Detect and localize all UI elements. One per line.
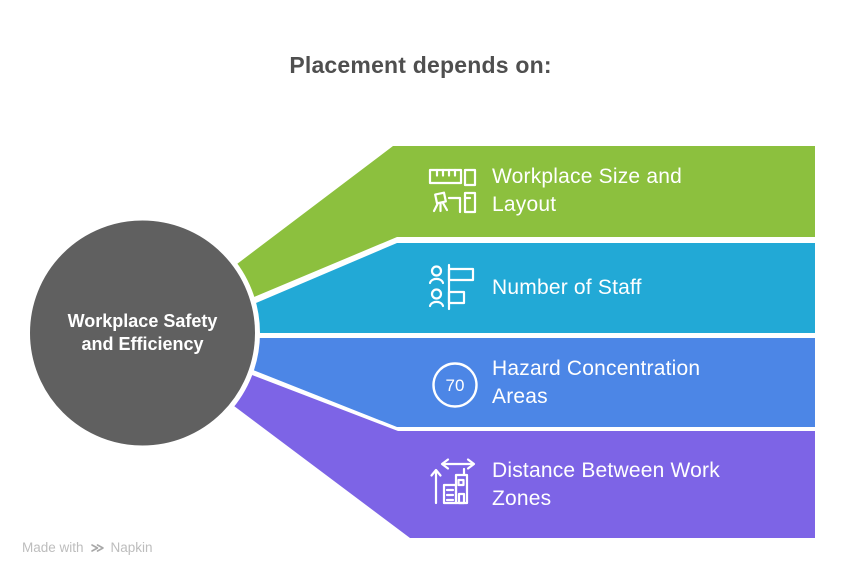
center-circle [25,215,260,451]
napkin-logo-icon [90,543,104,552]
ribbon-workplace-size [237,146,815,297]
napkin-brand-text: Napkin [110,540,153,555]
ribbon-distance-zones [234,375,815,538]
band-label-number-of-staff: Number of Staff [492,243,737,333]
band-label-hazard-areas: Hazard Concentration Areas [492,338,737,427]
band-label-text: Hazard Concentration Areas [492,356,701,408]
band-label-text: Number of Staff [492,276,642,299]
ribbon-hazard-areas [253,338,815,427]
ribbon-number-of-staff [256,243,815,333]
made-with-text: Made with [22,540,84,555]
band-label-text: Workplace Size and Layout [492,165,682,216]
made-with-napkin-credit: Made with Napkin [22,540,153,555]
floor-plan-icon [428,168,477,214]
center-circle-label-text: Workplace Safety and Efficiency [67,311,218,354]
center-circle-label: Workplace Safety and Efficiency [57,303,228,363]
staff-bars-icon [428,263,475,311]
page-title: Placement depends on: [289,52,552,78]
distance-building-icon [430,458,476,505]
band-label-workplace-size: Workplace Size and Layout [492,145,737,237]
band-label-text: Distance Between Work Zones [492,458,720,510]
hazard-badge-value: 70 [446,376,465,395]
hazard-badge-icon: 70 [432,362,478,408]
band-label-distance-zones: Distance Between Work Zones [492,431,737,538]
